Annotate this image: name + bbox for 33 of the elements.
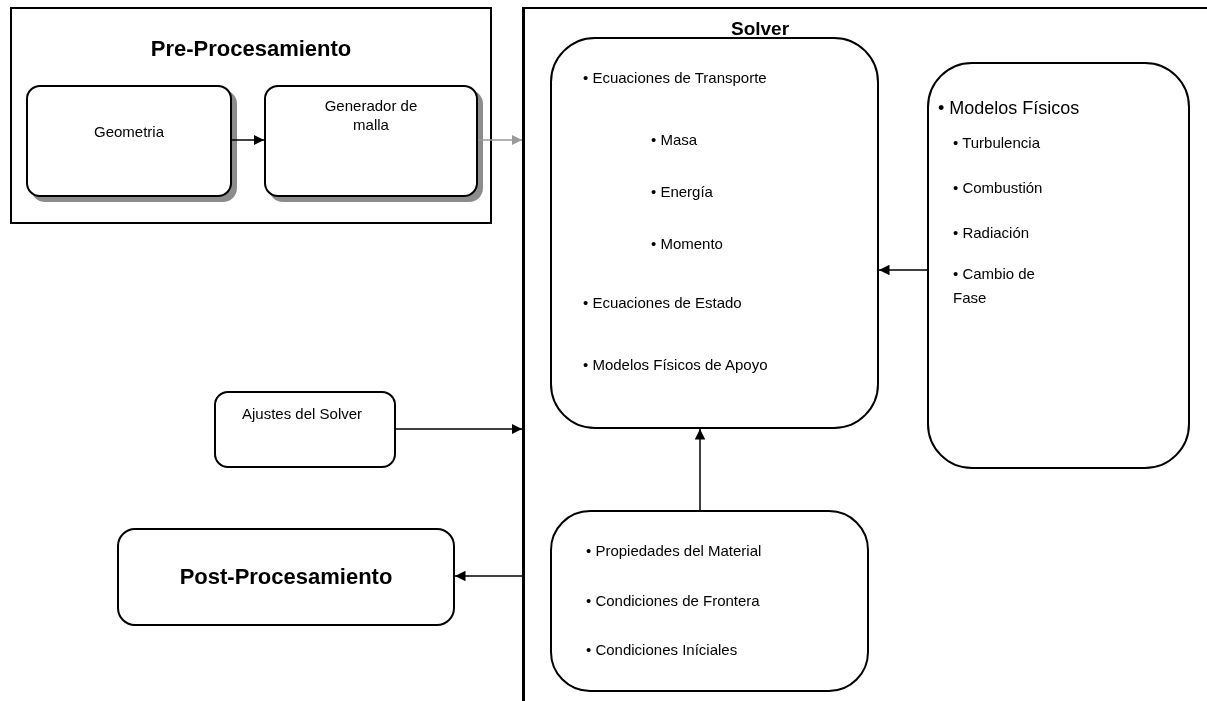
list-item: • Condiciones de Frontera [586, 592, 760, 611]
arrow [454, 570, 523, 582]
box-label: Post-Procesamiento [178, 563, 394, 591]
list-item: • Ecuaciones de Transporte [583, 69, 767, 88]
list-item: • Momento [651, 235, 723, 254]
arrow [231, 134, 265, 146]
list-item: • Radiación [953, 224, 1030, 243]
list-item: • Combustión [953, 179, 1043, 198]
list-item: • Modelos Físicos de Apoyo [583, 356, 768, 375]
arrow [694, 428, 706, 511]
process-box [214, 391, 396, 468]
box-label: Ajustes del Solver [242, 405, 363, 424]
process-box [550, 37, 879, 429]
list-item: • Masa [651, 131, 698, 150]
list-item: • Ecuaciones de Estado [583, 294, 742, 313]
arrow [395, 423, 523, 435]
process-box [117, 528, 455, 626]
panel-title: Solver [729, 17, 791, 41]
list-item: • Energía [651, 183, 713, 202]
list-item: • Modelos Físicos [938, 97, 1080, 120]
arrow [878, 264, 928, 276]
list-item: • Cambio de Fase [953, 264, 1036, 308]
list-item: • Propiedades del Material [586, 542, 762, 561]
list-item: • Turbulencia [953, 134, 1040, 153]
box-label: Geometria [93, 123, 165, 142]
stage-panel [522, 7, 1207, 701]
box-label: Generador de malla [323, 97, 419, 135]
process-box [927, 62, 1190, 469]
stage-panel [10, 7, 492, 224]
process-box [550, 510, 869, 692]
list-item: • Condiciones Iníciales [586, 641, 738, 660]
panel-title: Pre-Procesamiento [149, 35, 353, 63]
arrow [477, 134, 523, 146]
